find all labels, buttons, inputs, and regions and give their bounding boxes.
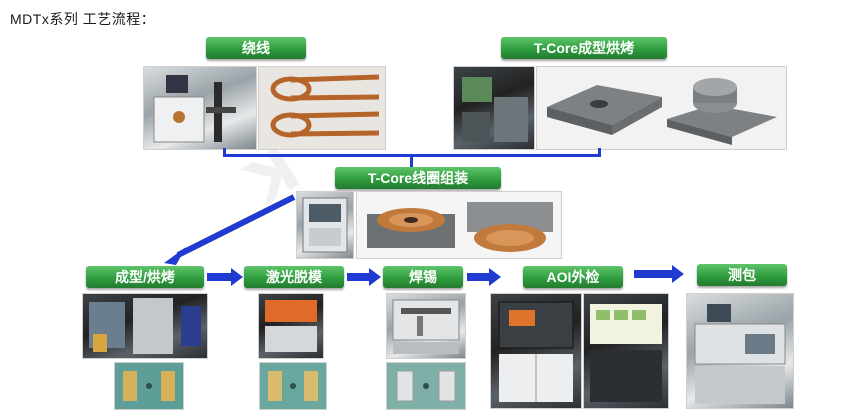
assembly-part-photo xyxy=(356,191,562,259)
assembly-machine-photo xyxy=(296,191,354,259)
bracket-center-vertical xyxy=(410,155,413,167)
arrow-laser-to-solder xyxy=(347,268,381,286)
arrow-aoi-to-test xyxy=(634,265,684,283)
bracket-left-vertical xyxy=(223,148,226,156)
solder-machine-photo xyxy=(386,293,466,359)
winding-machine-photo xyxy=(143,66,257,150)
step-winding-label: 绕线 xyxy=(206,37,306,59)
step-aoi-label: AOI外检 xyxy=(523,266,623,288)
forming-machine-photo xyxy=(82,293,208,359)
step-test-pack-label: 测包 xyxy=(697,264,787,286)
coil-photo xyxy=(258,66,386,150)
laser-part-photo xyxy=(259,362,327,410)
step-tcore-forming-label: T-Core成型烘烤 xyxy=(501,37,667,59)
page-title: MDTx系列 工艺流程： xyxy=(10,11,156,27)
test-pack-machine-photo xyxy=(686,293,794,409)
step-forming-baking-label: 成型/烘烤 xyxy=(86,266,204,288)
arrow-assembly-to-forming xyxy=(164,194,296,265)
aoi-screen-photo xyxy=(583,293,669,409)
step-soldering-label: 焊锡 xyxy=(383,266,463,288)
step-assembly-label: T-Core线圈组装 xyxy=(335,167,501,189)
solder-part-photo xyxy=(386,362,466,410)
forming-part-photo xyxy=(114,362,184,410)
arrow-forming-to-laser xyxy=(207,268,243,286)
tcore-part-photo xyxy=(536,66,787,150)
bracket-right-vertical xyxy=(598,148,601,156)
laser-machine-photo xyxy=(258,293,324,359)
aoi-machine-photo xyxy=(490,293,582,409)
arrow-solder-to-aoi xyxy=(467,268,501,286)
step-laser-stripping-label: 激光脱模 xyxy=(244,266,344,288)
tcore-machine-photo xyxy=(453,66,535,150)
